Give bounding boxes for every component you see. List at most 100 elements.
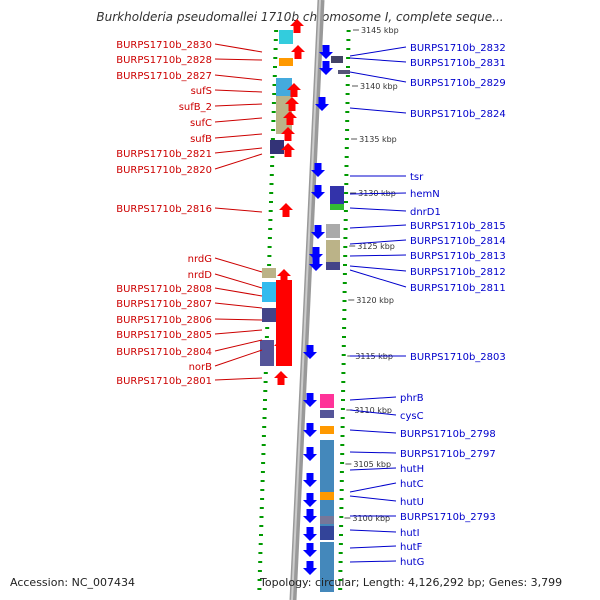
map-title: Burkholderia pseudomallei 1710b chromoso… xyxy=(96,10,504,24)
tick-dot-left xyxy=(265,327,270,329)
tick-dot-right xyxy=(343,246,348,248)
scale-tick-label: 3145 kbp xyxy=(361,26,399,35)
tick-dot-left xyxy=(262,417,267,419)
tick-dot-right xyxy=(341,390,346,392)
feature-block xyxy=(262,282,276,302)
feature-block xyxy=(320,426,334,434)
tick-dot-right xyxy=(345,75,350,77)
tick-dot-right xyxy=(345,129,350,131)
reverse-gene-arrow xyxy=(309,257,323,271)
scale-tick-label: 3140 kbp xyxy=(360,82,398,91)
tick-dot-right xyxy=(346,39,351,41)
tick-dot-left xyxy=(270,138,275,140)
tick-dot-left xyxy=(271,120,276,122)
right-leader-line xyxy=(349,409,397,416)
left-gene-label: BURPS1710b_2830 xyxy=(116,40,212,51)
tick-dot-left xyxy=(263,390,268,392)
left-leader-line xyxy=(214,89,263,93)
right-gene-label: hutF xyxy=(400,542,423,553)
tick-dot-left xyxy=(270,156,275,158)
left-leader-line xyxy=(214,287,263,297)
right-leader-line xyxy=(349,265,407,272)
tick-dot-right xyxy=(338,579,343,581)
feature-block xyxy=(320,526,334,540)
tick-dot-right xyxy=(344,183,349,185)
right-gene-label: BURPS1710b_2824 xyxy=(410,109,506,120)
tick-dot-right xyxy=(341,354,346,356)
right-leader-line xyxy=(349,482,397,493)
right-gene-label: hutG xyxy=(400,557,424,568)
tick-dot-right xyxy=(342,318,347,320)
left-leader-line xyxy=(214,147,263,154)
tick-dot-left xyxy=(259,534,263,536)
tick-dot-left xyxy=(263,381,268,383)
feature-block xyxy=(270,140,284,154)
forward-gene-arrow xyxy=(279,203,293,217)
tick-dot-right xyxy=(346,57,351,59)
left-gene-label: BURPS1710b_2821 xyxy=(116,149,212,160)
tick-dot-right xyxy=(345,102,350,104)
tick-dot-right xyxy=(342,291,347,293)
reverse-gene-arrow xyxy=(311,185,325,199)
left-leader-line xyxy=(214,318,263,321)
tick-dot-right xyxy=(338,543,343,545)
reverse-gene-arrow xyxy=(303,509,317,523)
forward-gene-arrow xyxy=(277,269,291,283)
tick-dot-right xyxy=(344,147,349,149)
tick-dot-left xyxy=(257,588,262,590)
right-leader-line xyxy=(349,529,397,533)
tick-dot-right xyxy=(340,417,345,419)
scale-tick-label: 3100 kbp xyxy=(352,514,390,523)
left-leader-line xyxy=(214,257,263,273)
tick-dot-left xyxy=(270,165,275,167)
right-leader-line xyxy=(349,254,407,257)
feature-block xyxy=(331,56,343,63)
tick-dot-right xyxy=(343,210,348,212)
reverse-gene-arrow xyxy=(311,225,325,239)
tick-dot-left xyxy=(272,84,277,86)
tick-dot-left xyxy=(259,507,264,509)
tick-dot-right xyxy=(341,399,345,401)
tick-dot-right xyxy=(345,84,350,86)
tick-dot-left xyxy=(259,516,264,518)
feature-block xyxy=(326,224,340,238)
tick-dot-left xyxy=(273,39,278,41)
left-leader-line xyxy=(214,329,263,335)
right-leader-line xyxy=(349,71,407,83)
reverse-gene-arrow xyxy=(303,527,317,541)
left-gene-label: nrdG xyxy=(188,254,212,265)
tick-dot-left xyxy=(268,219,273,221)
tick-dot-left xyxy=(262,408,267,410)
right-leader-line xyxy=(349,545,397,549)
tick-dot-right xyxy=(339,498,344,500)
tick-dot-right xyxy=(345,120,350,122)
tick-dot-right xyxy=(339,480,344,482)
tick-dot-left xyxy=(263,372,268,374)
tick-dot-left xyxy=(273,66,277,68)
accession-text: Accession: NC_007434 xyxy=(10,576,136,589)
left-leader-line xyxy=(214,339,263,352)
left-leader-line xyxy=(214,153,263,170)
tick-dot-right xyxy=(343,228,348,230)
reverse-gene-arrow xyxy=(303,561,317,575)
left-gene-label: sufC xyxy=(190,118,212,129)
reverse-gene-arrow xyxy=(315,97,329,111)
tick-dot-right xyxy=(342,300,347,302)
tick-dot-left xyxy=(261,453,266,455)
left-gene-label: sufB xyxy=(190,134,212,145)
reverse-gene-arrow xyxy=(311,163,325,177)
feature-block xyxy=(260,340,274,366)
tick-dot-right xyxy=(340,462,345,464)
left-gene-label: nrdD xyxy=(188,270,213,281)
tick-dot-right xyxy=(338,552,343,554)
right-gene-label: cysC xyxy=(400,411,424,422)
feature-block xyxy=(320,394,334,408)
left-leader-line xyxy=(214,377,263,381)
reverse-gene-arrow xyxy=(303,423,317,437)
left-leader-line xyxy=(214,58,263,61)
right-leader-line xyxy=(349,224,407,229)
forward-gene-arrow xyxy=(291,45,305,59)
left-gene-label: norB xyxy=(189,362,213,373)
forward-gene-arrow xyxy=(281,143,295,157)
